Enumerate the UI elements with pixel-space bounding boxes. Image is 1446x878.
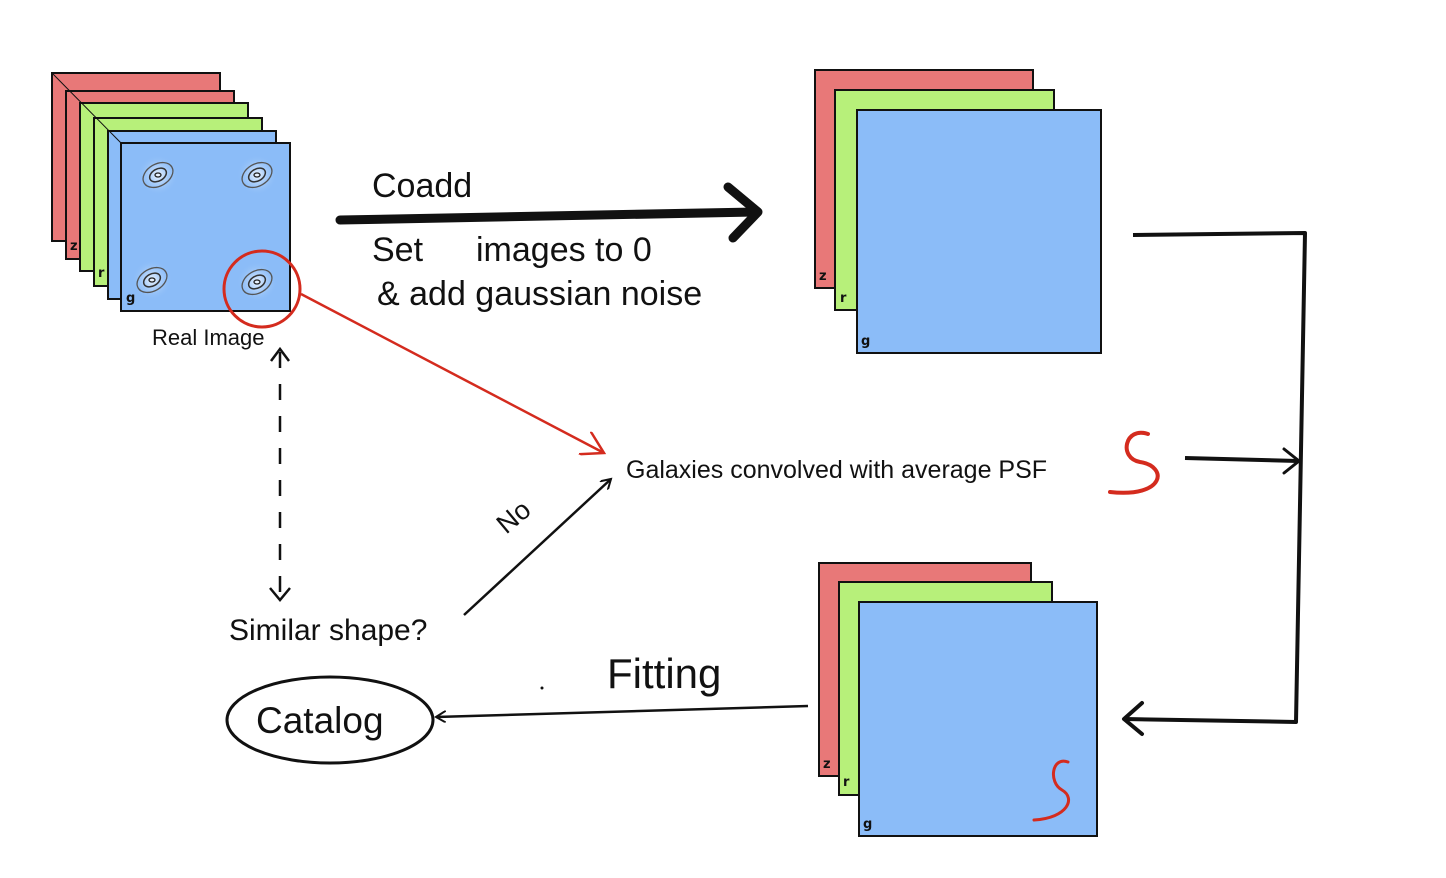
real-image-stack [51,72,302,329]
similar-shape-label: Similar shape? [229,614,428,647]
catalog-ellipse [225,675,435,765]
fitted-g-band-layer [858,601,1098,837]
images-to-zero-label: images to 0 [476,231,652,269]
real-image-label: Real Image [152,325,265,350]
no-arrow [463,479,611,616]
coadd-z-band-label: z [819,269,827,284]
coadd-g-band-label: g [861,334,871,349]
real-g-band-label: g [126,291,136,306]
galaxy-icon [237,155,277,195]
fitting-label: Fitting [607,650,722,697]
coadd-image-stack [814,69,1102,354]
selected-galaxy-circle [222,249,302,329]
fitted-image-stack [818,562,1098,837]
galaxy-icon [132,260,172,300]
add-noise-label: & add gaussian noise [377,275,703,313]
fitted-r-band-label: r [843,775,850,790]
stray-dot [540,686,544,690]
galaxies-psf-label: Galaxies convolved with average PSF [626,456,1048,484]
real-r-band-label: r [98,266,105,281]
coadd-g-band-layer [856,109,1102,354]
coadd-label: Coadd [372,167,473,205]
set-label: Set [372,231,424,269]
fitted-g-band-label: g [863,817,873,832]
real-z-band-label: z [70,239,78,254]
fitted-galaxy-model-icon [1032,759,1071,822]
galaxy-icon [237,262,277,302]
psf-galaxy-model-icon [1108,430,1160,495]
coadd-r-band-label: r [840,291,847,306]
right-connector [1122,231,1307,736]
fitted-z-band-label: z [823,757,831,772]
galaxy-icon [138,155,178,195]
coadd-arrow [335,182,763,243]
similarity-dashed-arrow [269,346,291,602]
catalog-label: Catalog [256,700,384,741]
red-selection-arrow [300,292,604,453]
fitting-arrow [436,704,809,717]
